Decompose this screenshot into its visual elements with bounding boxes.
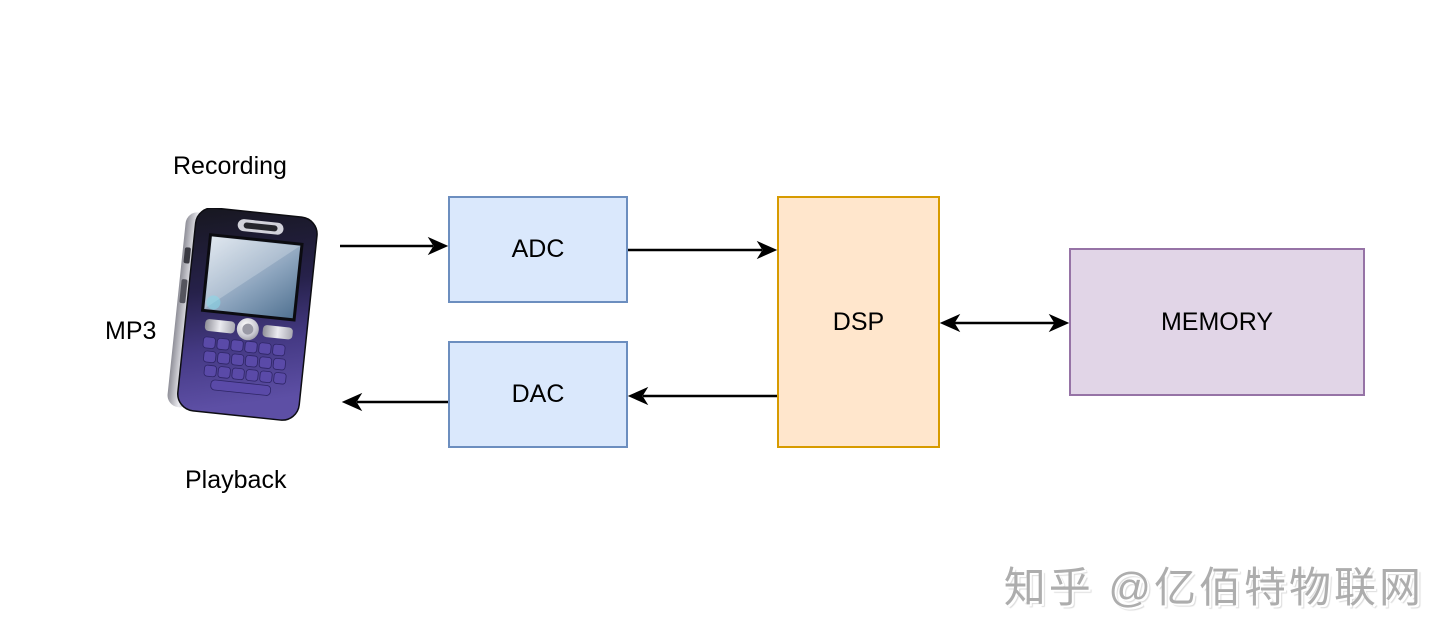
arrow-adc-to-dsp — [628, 240, 778, 260]
smartphone-icon — [167, 208, 318, 421]
dsp-block-label: DSP — [832, 307, 885, 336]
phone-screen — [200, 233, 304, 322]
phone-keyboard — [202, 336, 287, 396]
adc-block: ADC — [448, 196, 628, 303]
arrow-dac-to-phone — [341, 392, 448, 412]
arrow-dsp-memory-bidirectional — [939, 313, 1070, 333]
recording-label: Recording — [173, 152, 287, 180]
dac-block: DAC — [448, 341, 628, 448]
dsp-block: DSP — [777, 196, 940, 448]
memory-block: MEMORY — [1069, 248, 1365, 396]
zhihu-watermark: 知乎 @亿佰特物联网 — [1003, 564, 1424, 611]
memory-block-label: MEMORY — [1160, 307, 1274, 336]
dac-block-label: DAC — [511, 380, 565, 408]
arrow-phone-to-adc — [340, 236, 449, 256]
playback-label: Playback — [185, 466, 287, 494]
adc-block-label: ADC — [511, 235, 565, 263]
mp3-label: MP3 — [105, 317, 157, 345]
arrow-dsp-to-dac — [627, 386, 777, 406]
